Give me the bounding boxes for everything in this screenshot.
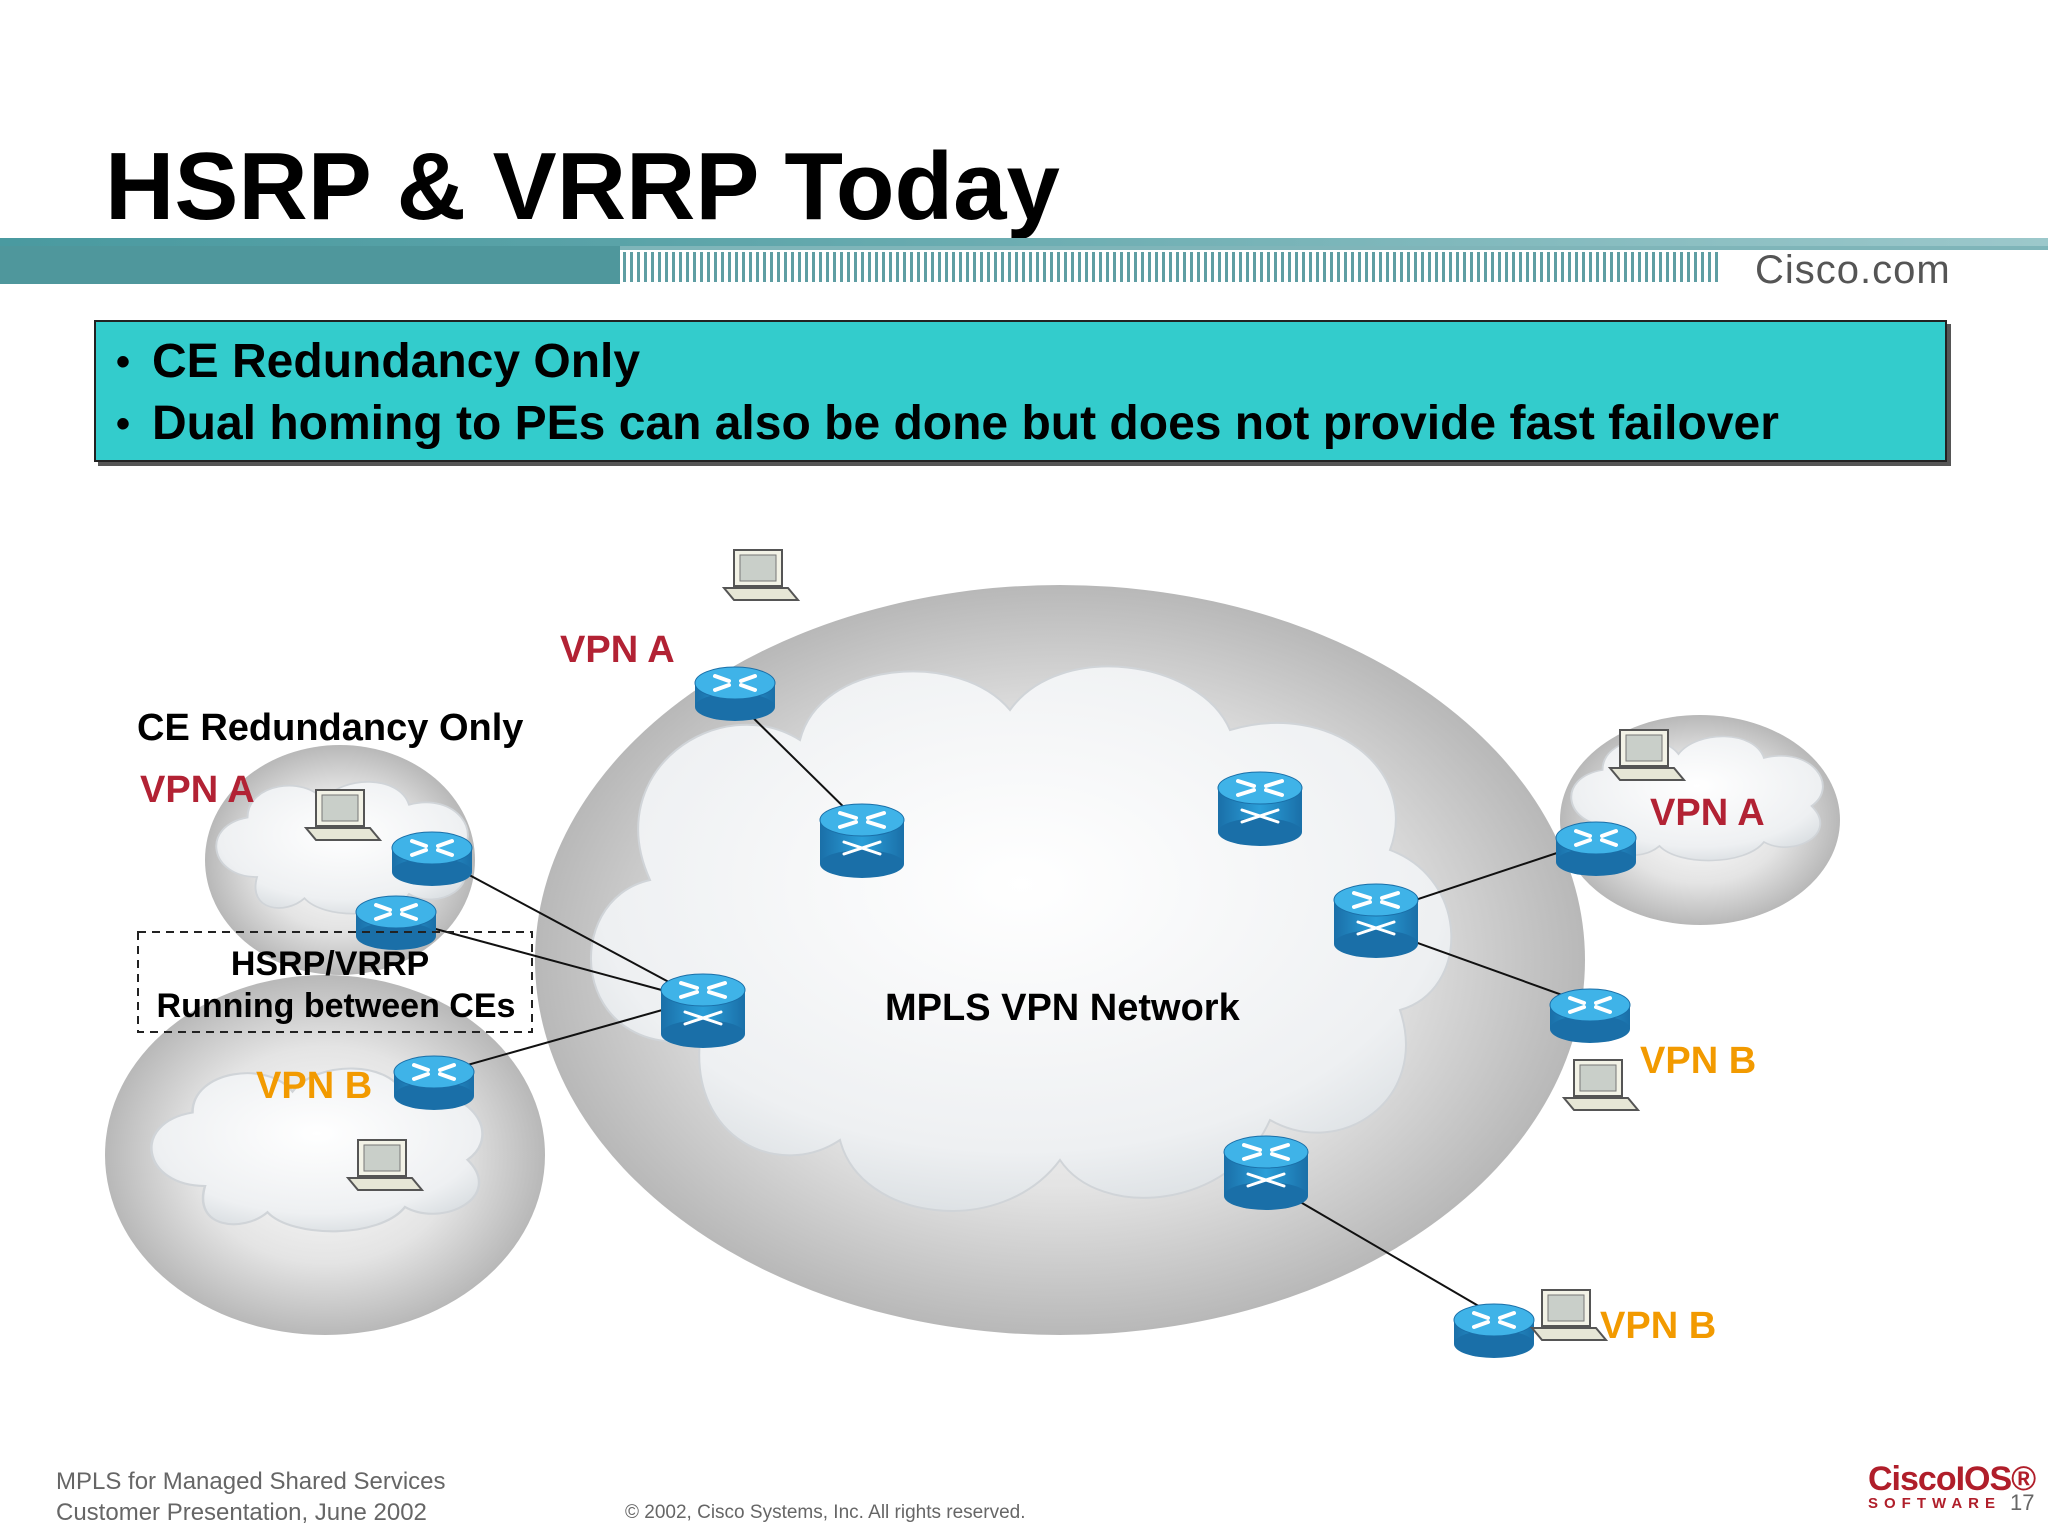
pe-router bbox=[818, 802, 906, 880]
pc-icon bbox=[1563, 1059, 1639, 1111]
ce-router bbox=[390, 830, 474, 888]
header-bar bbox=[0, 238, 2048, 284]
network-diagram: CE Redundancy Only HSRP/VRRP Running bet… bbox=[105, 549, 1840, 1360]
vpn-a-label: VPN A bbox=[140, 769, 255, 811]
hsrp-label-line2: Running between CEs bbox=[157, 987, 516, 1025]
pe-router bbox=[1216, 770, 1304, 848]
ce-router bbox=[1548, 987, 1632, 1045]
vpn-b-label: VPN B bbox=[1600, 1305, 1716, 1347]
footer-line1: MPLS for Managed Shared Services bbox=[56, 1468, 446, 1495]
bullet-box: •CE Redundancy Only •Dual homing to PEs … bbox=[94, 320, 1947, 462]
bullet-item: •CE Redundancy Only bbox=[116, 335, 641, 388]
ce-router bbox=[693, 665, 777, 723]
section-label: CE Redundancy Only bbox=[137, 707, 523, 749]
vpn-b-label: VPN B bbox=[256, 1065, 372, 1107]
vpn-b-label: VPN B bbox=[1640, 1040, 1756, 1082]
ce-router bbox=[392, 1054, 476, 1112]
bullet-item: •Dual homing to PEs can also be done but… bbox=[116, 397, 1779, 450]
pe-router bbox=[1332, 882, 1420, 960]
ce-router bbox=[1554, 820, 1638, 878]
vpn-a-label: VPN A bbox=[560, 629, 675, 671]
pe-router bbox=[659, 972, 747, 1050]
vpn-a-label: VPN A bbox=[1650, 792, 1765, 834]
slide-title: HSRP & VRRP Today bbox=[105, 133, 1060, 240]
page-number: 17 bbox=[2010, 1490, 2035, 1515]
pc-icon bbox=[723, 549, 799, 601]
core-network-label: MPLS VPN Network bbox=[885, 987, 1241, 1029]
pe-router bbox=[1222, 1134, 1310, 1212]
brand-cisco-com: Cisco.com bbox=[1755, 248, 1951, 292]
copyright: © 2002, Cisco Systems, Inc. All rights r… bbox=[625, 1502, 1026, 1523]
hsrp-box bbox=[137, 931, 533, 1033]
logo-main: CiscoIOS® bbox=[1868, 1460, 2036, 1498]
pc-icon bbox=[1531, 1289, 1607, 1341]
ce-router bbox=[1452, 1302, 1536, 1360]
footer-line2: Customer Presentation, June 2002 bbox=[56, 1499, 427, 1526]
cisco-ios-logo: CiscoIOS® SOFTWARE bbox=[1868, 1460, 2036, 1512]
footer-text: MPLS for Managed Shared Services Custome… bbox=[56, 1466, 446, 1528]
ce-router bbox=[354, 894, 438, 952]
hsrp-label-line1: HSRP/VRRP bbox=[231, 945, 429, 983]
logo-sub: SOFTWARE bbox=[1868, 1495, 2001, 1512]
